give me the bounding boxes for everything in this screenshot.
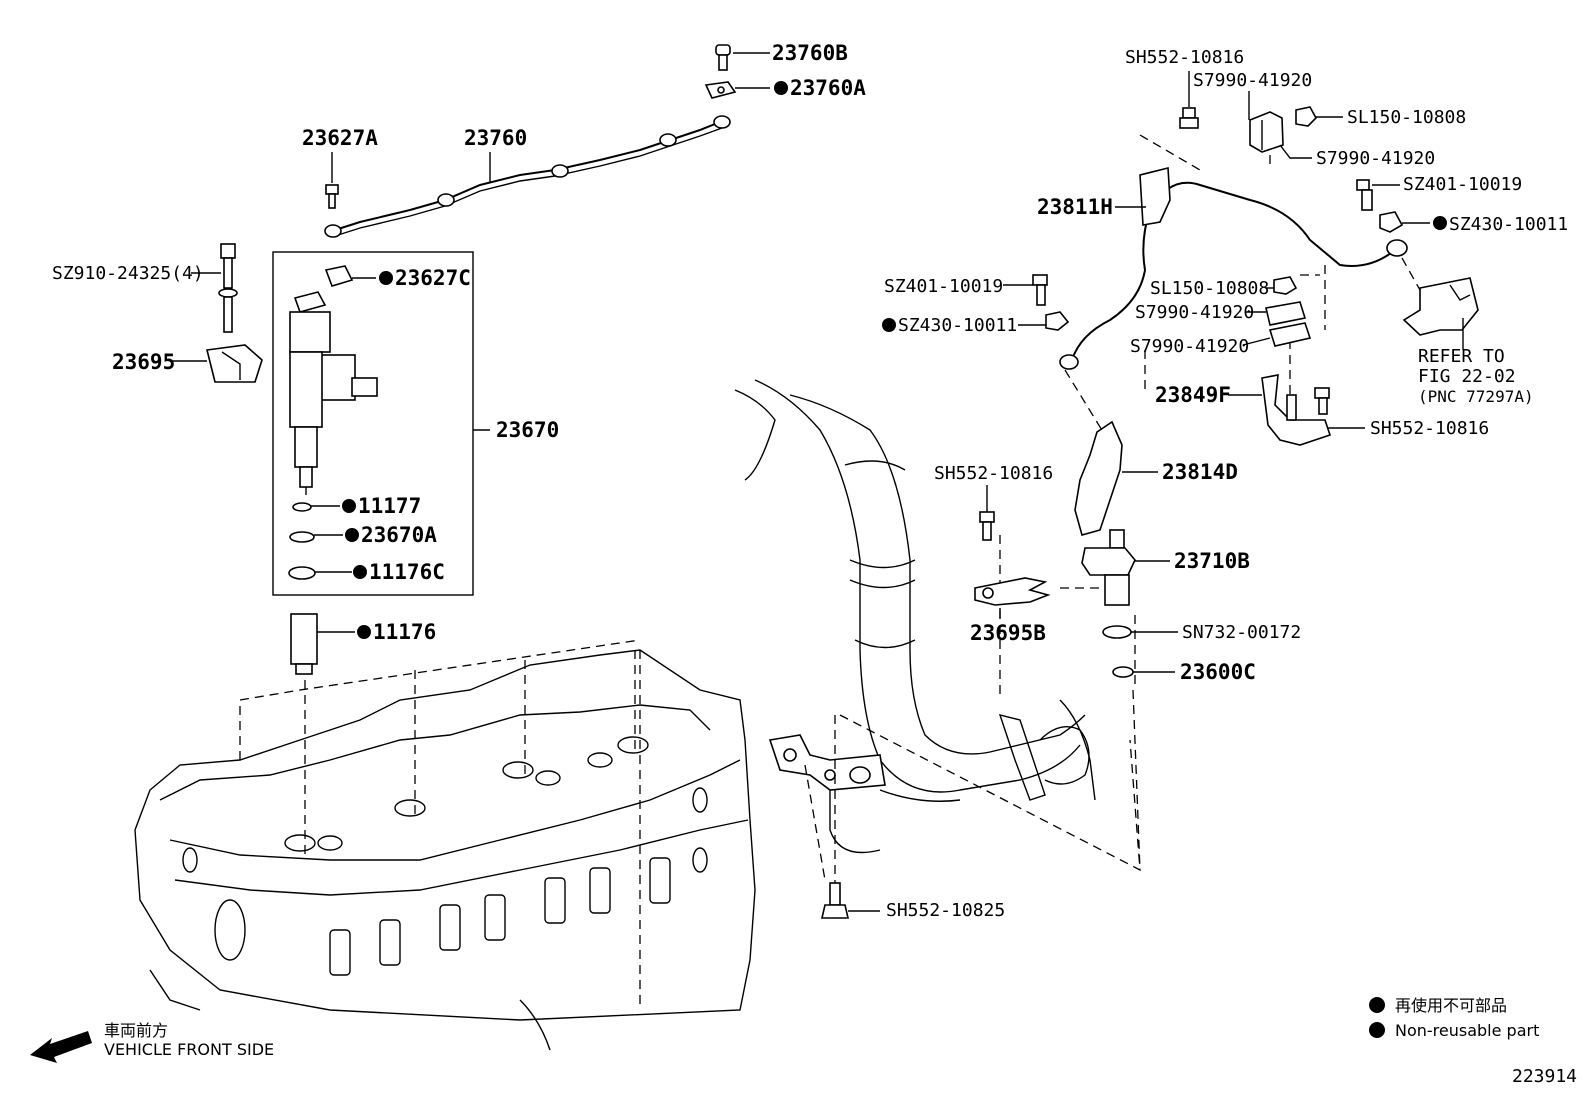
label-23811h: 23811H <box>1037 195 1113 219</box>
gasket-23760a <box>704 81 737 99</box>
clamp-s7990-mid1 <box>1265 301 1307 326</box>
direction-jp: 車両前方 <box>104 1021 168 1040</box>
gasket-23600c <box>1112 666 1134 678</box>
gasket-sn732 <box>1102 625 1132 639</box>
legend-jp: 再使用不可部品 <box>1395 996 1507 1015</box>
bolt-sz401-right <box>1356 179 1373 211</box>
clamp-23695b <box>974 577 1051 606</box>
pipe-bracket <box>768 734 886 791</box>
label-sn732: SN732-00172 <box>1182 622 1301 643</box>
mid-dashed <box>804 714 1141 900</box>
bolt-sh552-10825 <box>820 882 850 919</box>
right-dashed <box>999 134 1421 871</box>
label-sl150-top: SL150-10808 <box>1347 107 1466 128</box>
legend-en: Non-reusable part <box>1395 1021 1539 1040</box>
bracket-refer <box>1402 277 1479 336</box>
label-sz430-mid: SZ430-10011 <box>898 315 1017 336</box>
sensor-cover-23814d <box>1074 420 1123 536</box>
label-sz430-right: SZ430-10011 <box>1449 214 1568 235</box>
diagram-id: 223914 <box>1512 1066 1577 1087</box>
injector-assembly-frame <box>272 251 474 596</box>
label-refer-line3: (PNC 77297A) <box>1418 387 1534 406</box>
sleeve-11176 <box>290 613 318 675</box>
label-sl150-mid: SL150-10808 <box>1150 278 1269 299</box>
label-23849f: 23849F <box>1155 383 1231 407</box>
label-sh552-clamp: SH552-10816 <box>934 463 1053 484</box>
label-23760b: 23760B <box>772 41 848 65</box>
label-s7990-top: S7990-41920 <box>1193 70 1312 91</box>
label-23695: 23695 <box>112 350 175 374</box>
washer-sz430-mid <box>1045 311 1070 331</box>
bolt-sz401-mid <box>1032 274 1048 306</box>
bolt-23760b <box>715 44 731 71</box>
gasket-11176c <box>288 566 316 580</box>
sensor-harness <box>1059 166 1408 370</box>
leader-lines-right <box>986 71 1430 673</box>
label-11176c: 11176C <box>369 560 445 584</box>
label-23670a: 23670A <box>361 523 437 547</box>
label-sh552-top: SH552-10816 <box>1125 47 1244 68</box>
label-11177: 11177 <box>358 494 421 518</box>
label-refer-line2: FIG 22-02 <box>1418 366 1516 387</box>
o-ring-23670a <box>289 531 315 543</box>
bolt-sh552-clamp <box>979 511 995 541</box>
clamp-23695 <box>206 344 263 383</box>
bolt-23627a <box>325 184 339 209</box>
injector <box>289 291 378 495</box>
part-labels: 23760B 23760A 23627A 23760 SZ910-24325(4… <box>52 41 1568 921</box>
label-s7990-mid1: S7990-41920 <box>1135 302 1254 323</box>
bolt-sh552-top <box>1179 107 1199 129</box>
nut-sl150-mid <box>1273 276 1298 295</box>
clamp-23627c <box>324 265 354 287</box>
label-23627c: 23627C <box>395 266 471 290</box>
label-sz401-mid: SZ401-10019 <box>884 276 1003 297</box>
label-23670: 23670 <box>496 418 559 442</box>
leak-off-pipe <box>324 115 731 238</box>
label-23600c: 23600C <box>1180 660 1256 684</box>
label-23710b: 23710B <box>1174 549 1250 573</box>
nut-sl150-top <box>1295 106 1317 127</box>
label-s7990-second: S7990-41920 <box>1316 148 1435 169</box>
label-sh552-10825: SH552-10825 <box>886 900 1005 921</box>
label-23760: 23760 <box>464 126 527 150</box>
cylinder-head <box>134 649 756 1051</box>
label-23627a: 23627A <box>302 126 378 150</box>
direction-en: VEHICLE FRONT SIDE <box>104 1040 274 1059</box>
label-sz401-right: SZ401-10019 <box>1403 174 1522 195</box>
washer-11177 <box>292 502 312 512</box>
label-sz910: SZ910-24325(4) <box>52 263 204 284</box>
intake-pipe <box>734 379 1096 854</box>
leader-lines-left <box>172 52 770 633</box>
bolt-sz910 <box>218 243 238 333</box>
label-sh552-bracket: SH552-10816 <box>1370 418 1489 439</box>
label-11176: 11176 <box>373 620 436 644</box>
label-23760a: 23760A <box>790 76 866 100</box>
label-23695b: 23695B <box>970 621 1046 645</box>
bolt-sh552-bracket <box>1314 387 1330 415</box>
clamp-s7990-top <box>1249 111 1284 153</box>
washer-sz430-right <box>1379 211 1404 233</box>
head-cover-outline <box>239 639 641 1010</box>
label-23814d: 23814D <box>1162 460 1238 484</box>
vehicle-front-arrow: 車両前方 VEHICLE FRONT SIDE <box>30 1021 274 1063</box>
sensor-23710b <box>1081 529 1136 606</box>
label-s7990-mid2: S7990-41920 <box>1130 336 1249 357</box>
label-refer-line1: REFER TO <box>1418 346 1505 367</box>
clamp-s7990-mid2 <box>1268 322 1312 347</box>
legend: 再使用不可部品 Non-reusable part <box>1369 996 1539 1040</box>
